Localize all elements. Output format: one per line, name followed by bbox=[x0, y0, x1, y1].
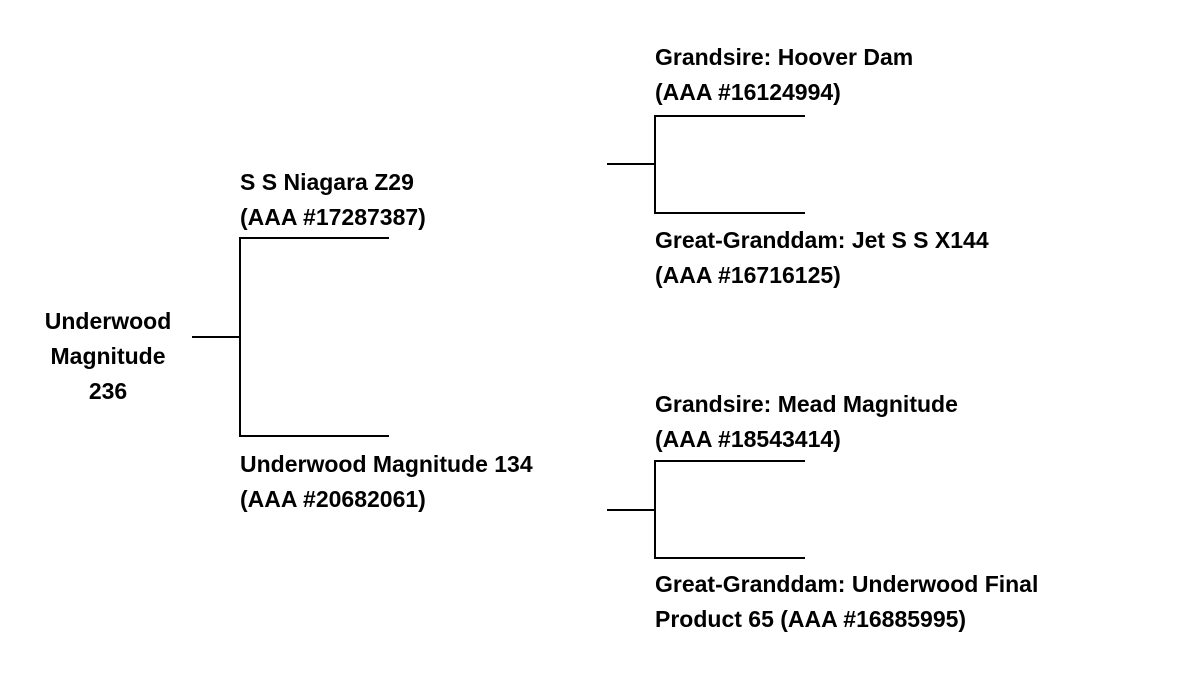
dam-grandsire-registration: (AAA #18543414) bbox=[655, 426, 841, 452]
sire-great-granddam-name: Great-Granddam: Jet S S X144 bbox=[655, 227, 989, 253]
dam-great-granddam-label: Great-Granddam: Underwood Final Product … bbox=[655, 567, 1038, 637]
sire-great-granddam-label: Great-Granddam: Jet S S X144 (AAA #16716… bbox=[655, 223, 989, 293]
sire-label: S S Niagara Z29 (AAA #17287387) bbox=[240, 165, 426, 235]
sire-grandsire-label: Grandsire: Hoover Dam (AAA #16124994) bbox=[655, 40, 913, 110]
sire-registration: (AAA #17287387) bbox=[240, 204, 426, 230]
dam-grandsire-label: Grandsire: Mead Magnitude (AAA #18543414… bbox=[655, 387, 958, 457]
sire-grandsire-registration: (AAA #16124994) bbox=[655, 79, 841, 105]
dam-great-granddam-line-1: Great-Granddam: Underwood Final bbox=[655, 571, 1039, 597]
dam-grandsire-name: Grandsire: Mead Magnitude bbox=[655, 391, 958, 417]
sire-grandsire-name: Grandsire: Hoover Dam bbox=[655, 44, 914, 70]
dam-great-granddam-line-2: Product 65 (AAA #16885995) bbox=[655, 606, 967, 632]
sire-name: S S Niagara Z29 bbox=[240, 169, 414, 195]
dam-label: Underwood Magnitude 134 (AAA #20682061) bbox=[240, 447, 533, 517]
root-animal-label: Underwood Magnitude 236 bbox=[36, 304, 180, 409]
dam-registration: (AAA #20682061) bbox=[240, 486, 426, 512]
sire-great-granddam-registration: (AAA #16716125) bbox=[655, 262, 841, 288]
root-name-line-1: Underwood bbox=[44, 308, 172, 334]
root-name-line-3: 236 bbox=[88, 378, 128, 404]
dam-name: Underwood Magnitude 134 bbox=[240, 451, 533, 477]
root-name-line-2: Magnitude bbox=[50, 343, 166, 369]
